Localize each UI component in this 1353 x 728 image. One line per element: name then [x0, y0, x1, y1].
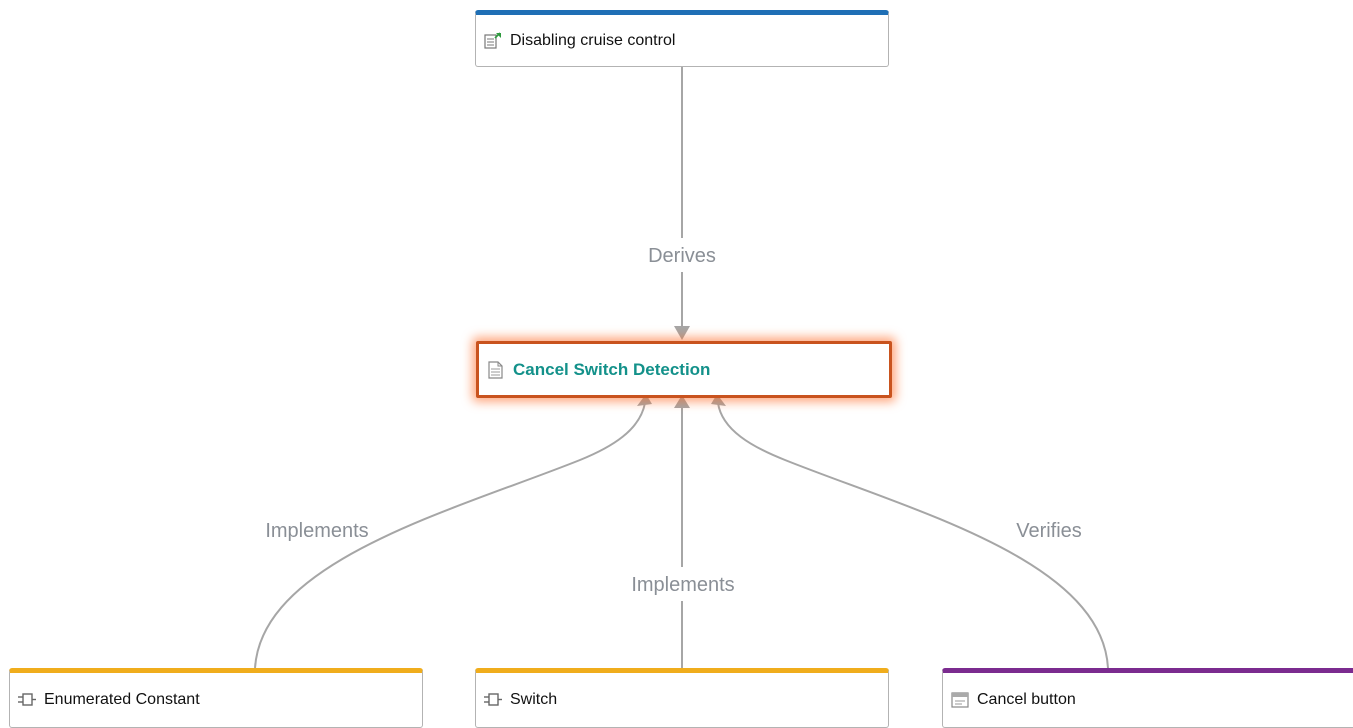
component-icon	[484, 691, 502, 709]
arrowhead-implements-middle	[674, 395, 690, 408]
link-label-implements-left: Implements	[265, 520, 368, 542]
node-enumerated-constant[interactable]: Enumerated Constant	[9, 668, 423, 728]
arrowhead-implements-left	[637, 394, 652, 406]
link-implements-left[interactable]	[254, 402, 646, 669]
node-label: Cancel Switch Detection	[513, 359, 711, 379]
node-cancel-button[interactable]: Cancel button	[942, 668, 1353, 728]
node-label: Switch	[510, 691, 558, 708]
requirement-document-icon	[487, 360, 505, 379]
link-label-implements-middle: Implements	[631, 574, 734, 596]
link-label-derives: Derives	[648, 245, 716, 267]
arrowhead-verifies	[711, 394, 726, 406]
test-case-icon	[951, 691, 969, 709]
link-verifies[interactable]	[717, 402, 1109, 669]
node-label: Disabling cruise control	[510, 31, 676, 49]
component-icon	[18, 691, 36, 709]
node-label: Enumerated Constant	[44, 691, 200, 708]
node-switch[interactable]: Switch	[475, 668, 889, 728]
node-cancel-switch-detection[interactable]: Cancel Switch Detection	[476, 341, 892, 398]
node-disabling-cruise-control[interactable]: Disabling cruise control	[475, 10, 889, 67]
link-label-verifies: Verifies	[1016, 520, 1082, 542]
derived-requirement-icon	[484, 31, 502, 50]
node-label: Cancel button	[977, 691, 1076, 708]
arrowhead-derives	[674, 326, 690, 340]
